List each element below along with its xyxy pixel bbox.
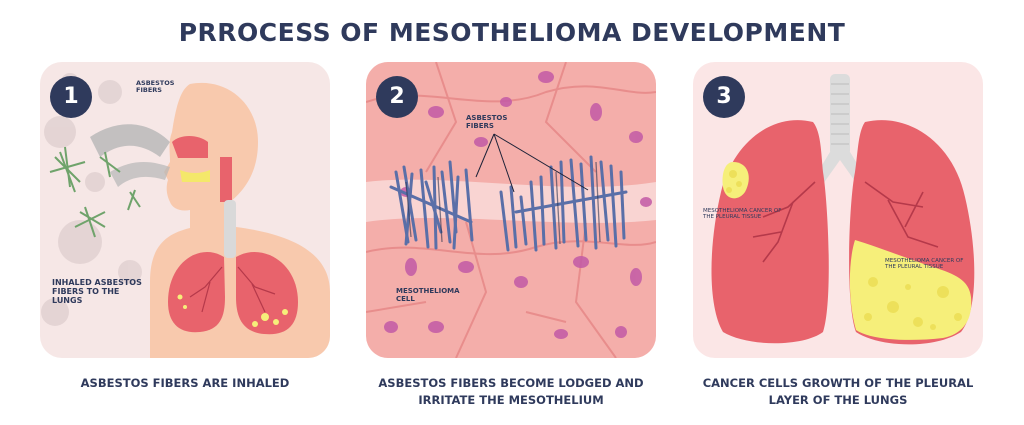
step-number-badge: 1 — [50, 76, 92, 118]
pleural-cancer-illustration — [711, 74, 975, 345]
step-3-panel: 3 MESOTHELIOMA CANCER OF THE PLEURAL TIS… — [693, 62, 983, 358]
step-number-badge: 2 — [376, 76, 418, 118]
asbestos-fibers-label: ASBESTOS FIBERS — [136, 79, 175, 95]
step-number-badge: 3 — [703, 76, 745, 118]
right-lung-cancer-label: MESOTHELIOMA CANCER OF THE PLEURAL TISSU… — [885, 258, 964, 271]
mesothelium-illustration — [366, 62, 656, 358]
step-1-panel: 1 ASBESTOS FIBERS INHALED ASBESTOS FIBER… — [40, 62, 330, 358]
mesothelioma-cell-label: MESOTHELIOMA CELL — [396, 287, 460, 304]
lungs-icon — [168, 252, 298, 335]
step-2-caption: ASBESTOS FIBERS BECOME LODGED AND IRRITA… — [378, 376, 644, 407]
asbestos-fibers-label: ASBESTOS FIBERS — [466, 114, 508, 131]
inhaled-fibers-label: INHALED ASBESTOS FIBERS TO THE LUNGS — [52, 278, 142, 306]
step-1-caption: ASBESTOS FIBERS ARE INHALED — [80, 376, 290, 390]
step-3-caption: CANCER CELLS GROWTH OF THE PLEURAL LAYER… — [702, 376, 974, 407]
fiber-icon — [389, 155, 628, 252]
step-2-panel: 2 ASBESTOS FIBERS MESOTHELIOMA CELL — [366, 62, 656, 358]
left-lung-cancer-label: MESOTHELIOMA CANCER OF THE PLEURAL TISSU… — [703, 208, 782, 221]
page-title: PRROCESS OF MESOTHELIOMA DEVELOPMENT — [178, 18, 846, 47]
